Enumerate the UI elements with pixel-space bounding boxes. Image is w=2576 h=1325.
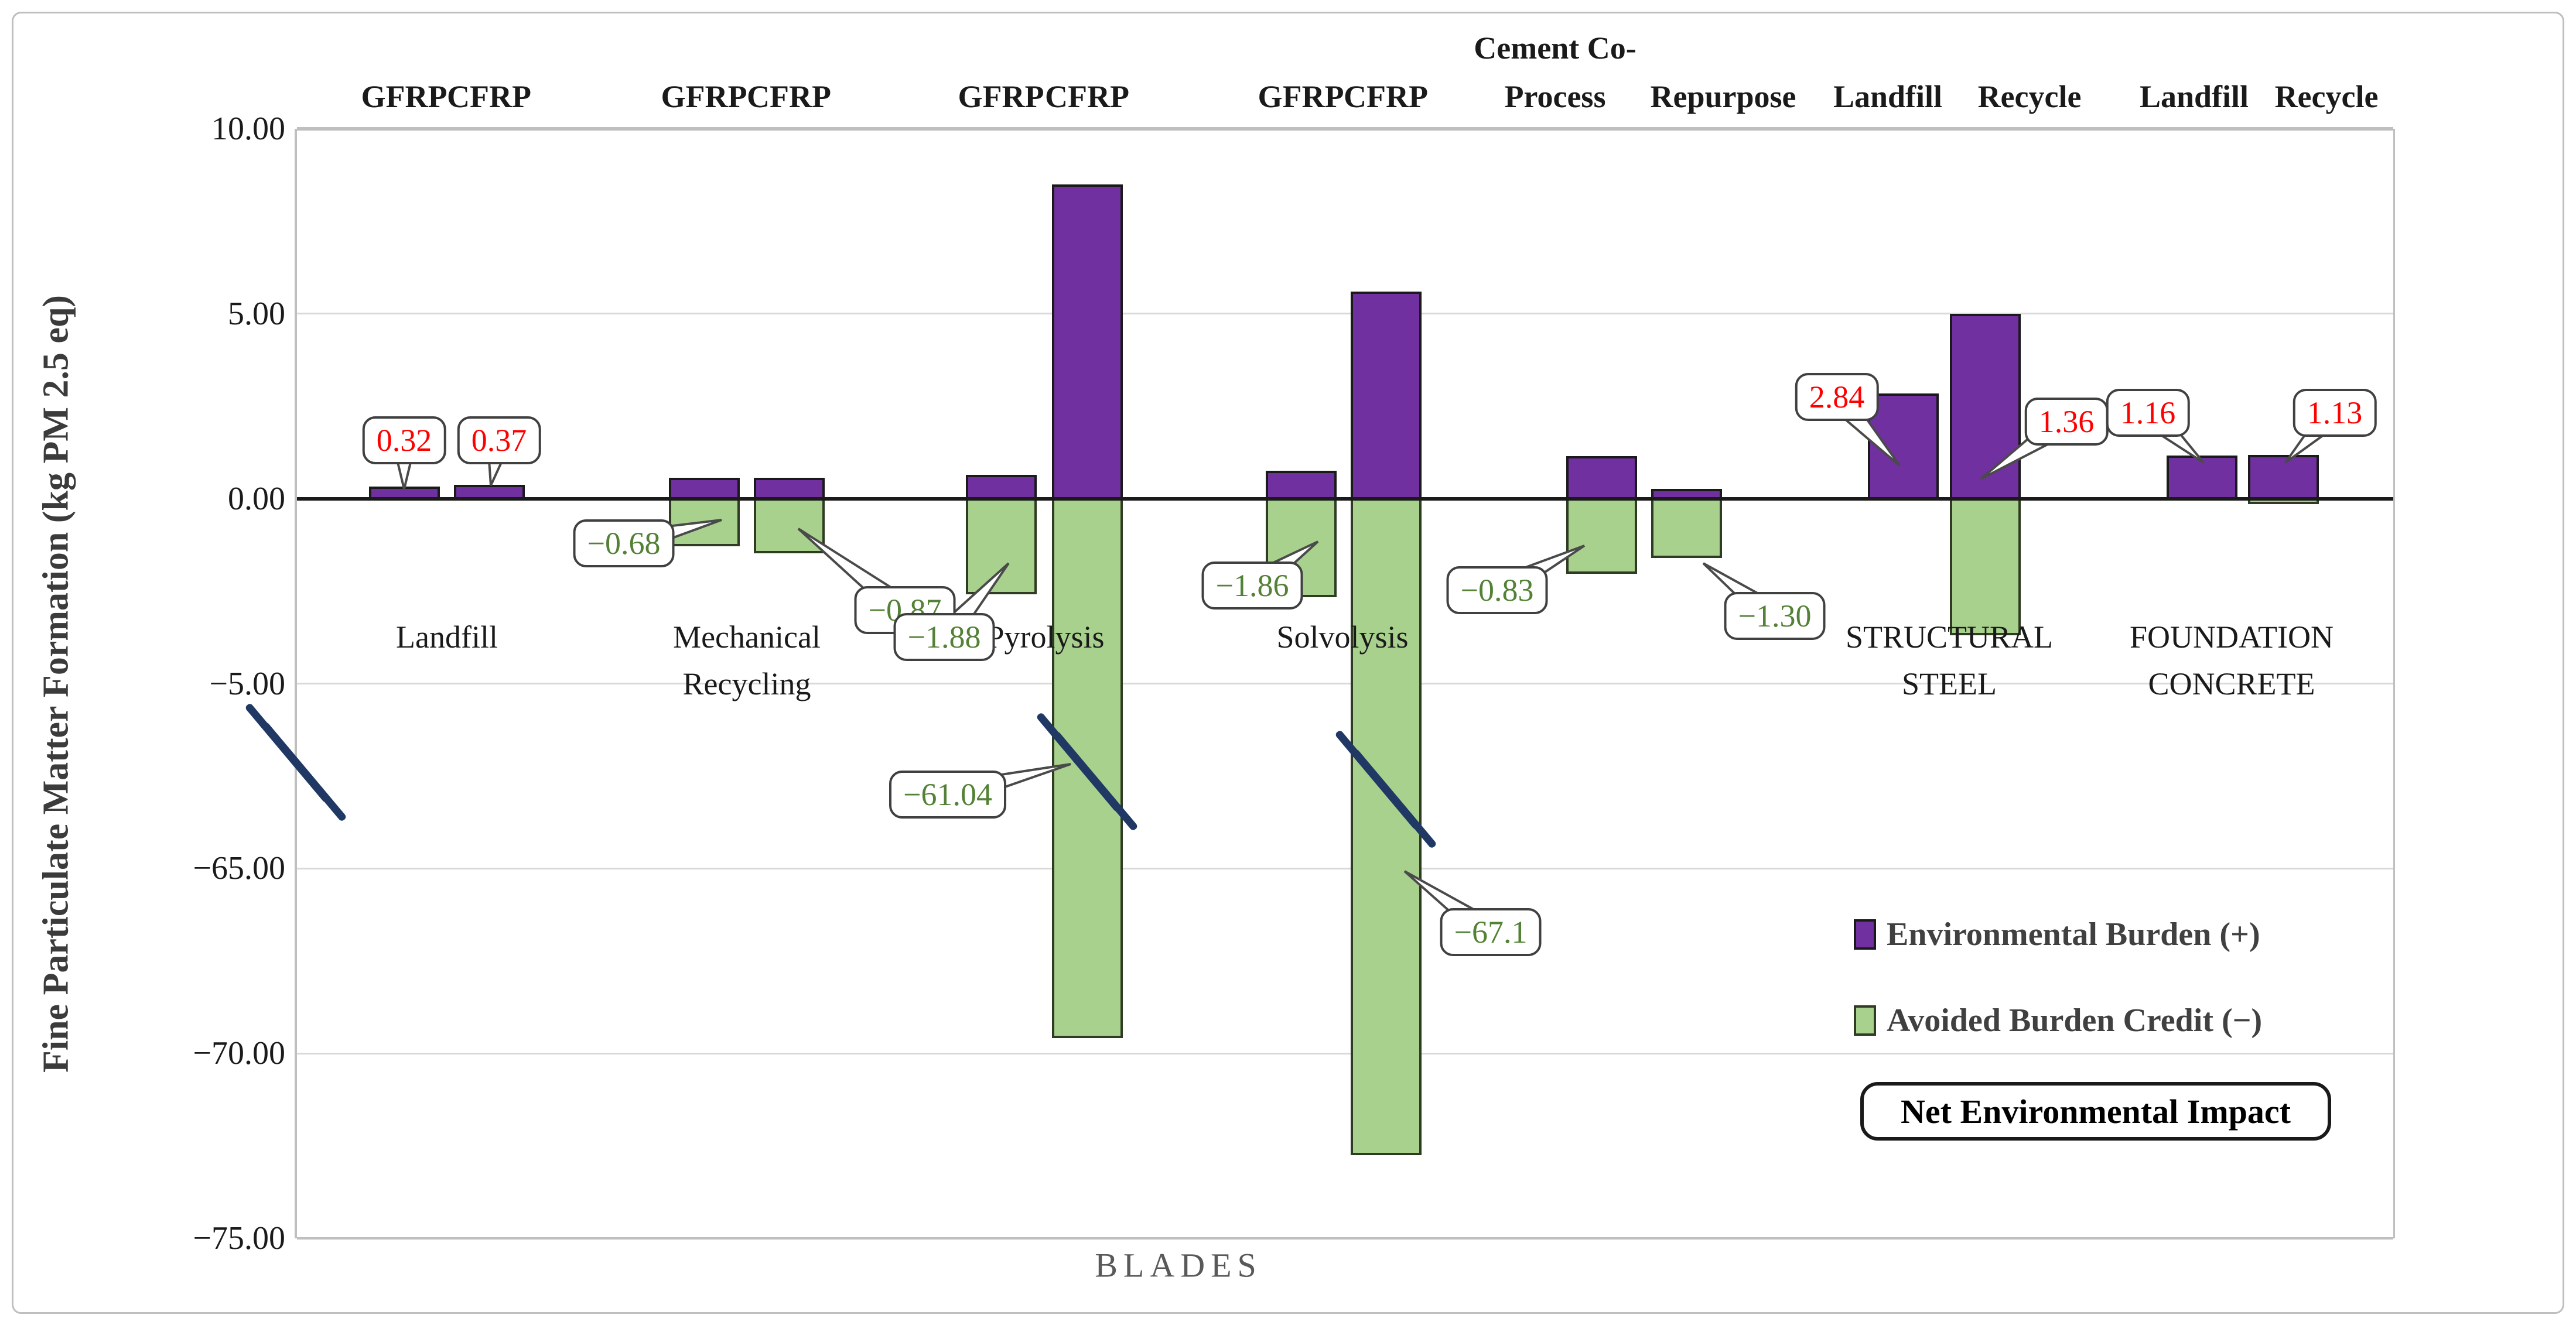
- column-header-concrete-landfill: Landfill: [2139, 79, 2249, 114]
- zero-axis-line: [297, 497, 2393, 501]
- net-callout-concrete-recycle: 1.13: [2293, 389, 2377, 437]
- gridline: [297, 313, 2393, 315]
- credit-bar-steel-recycle: [1949, 498, 2021, 635]
- column-header-pyro-cfrp: CFRP: [1045, 79, 1129, 114]
- group-label-pyrolysis: Pyrolysis: [986, 619, 1105, 655]
- gridline: [297, 867, 2393, 869]
- credit-bar-cement-co-process: [1566, 498, 1637, 574]
- y-tick-label: 0.00: [228, 480, 285, 517]
- plot-border-top: [297, 127, 2393, 131]
- net-callout-solvo-cfrp: −67.1: [1440, 908, 1542, 956]
- y-tick-label: 10.00: [211, 111, 285, 148]
- plot-border-left: [295, 129, 297, 1238]
- net-callout-steel-landfill: 2.84: [1795, 373, 1879, 421]
- burden-bar-pyro-cfrp: [1051, 184, 1123, 501]
- y-tick-label: 5.00: [228, 295, 285, 332]
- column-header-mech-cfrp: CFRP: [747, 79, 831, 114]
- net-callout-concrete-landfill: 1.16: [2106, 389, 2190, 437]
- net-callout-mech-gfrp: −0.68: [573, 519, 675, 567]
- gridline: [297, 1052, 2393, 1054]
- column-header-steel-recycle: Recycle: [1977, 79, 2082, 114]
- column-header-landfill-cfrp: CFRP: [447, 79, 531, 114]
- group-label-solvolysis: Solvolysis: [1276, 619, 1409, 655]
- net-callout-pyro-gfrp: −1.88: [893, 613, 995, 661]
- y-tick-label: −5.00: [209, 665, 285, 702]
- net-callout-steel-recycle: 1.36: [2024, 398, 2109, 446]
- net-callout-landfill-cfrp: 0.37: [457, 416, 541, 464]
- y-tick-label: −75.00: [193, 1220, 285, 1256]
- credit-bar-solvo-cfrp: [1350, 498, 1422, 1155]
- burden-bar-solvo-cfrp: [1350, 291, 1422, 501]
- y-tick-label: −70.00: [193, 1035, 285, 1072]
- net-callout-solvo-gfrp: −1.86: [1201, 562, 1303, 610]
- column-header-concrete-recycle: Recycle: [2274, 79, 2379, 114]
- net-callout-pyro-cfrp: −61.04: [889, 771, 1006, 819]
- net-impact-legend-box: Net Environmental Impact: [1860, 1082, 2331, 1141]
- column-header-repurpose: Repurpose: [1650, 79, 1796, 114]
- column-header-pyro-gfrp: GFRP: [958, 79, 1044, 114]
- legend-burden-swatch-icon: [1854, 919, 1876, 950]
- column-header-cement-co-process-line2: Process: [1504, 79, 1606, 114]
- y-tick-label: −65.00: [193, 850, 285, 887]
- column-header-solvo-cfrp: CFRP: [1344, 79, 1428, 114]
- plot-border-bottom: [297, 1237, 2393, 1240]
- legend-credit-label: Avoided Burden Credit (−): [1887, 1002, 2263, 1039]
- net-callout-cement-co-process: −0.83: [1446, 566, 1548, 614]
- burden-bar-steel-recycle: [1949, 313, 2021, 501]
- column-header-steel-landfill: Landfill: [1833, 79, 1943, 114]
- legend-burden-label: Environmental Burden (+): [1887, 916, 2260, 953]
- plot-border-right: [2393, 129, 2395, 1238]
- legend-credit-swatch-icon: [1854, 1005, 1876, 1036]
- net-callout-repurpose: −1.30: [1724, 592, 1826, 640]
- column-header-mech-gfrp: GFRP: [661, 79, 747, 114]
- x-axis-title: BLADES: [1095, 1246, 1262, 1285]
- group-label-blades-landfill: Landfill: [396, 619, 498, 655]
- column-header-cement-co-process-line1: Cement Co-: [1474, 30, 1637, 66]
- net-callout-landfill-gfrp: 0.32: [362, 416, 446, 464]
- credit-bar-pyro-gfrp: [965, 498, 1037, 594]
- legend-item-credit: Avoided Burden Credit (−): [1854, 1002, 2262, 1039]
- legend-item-burden: Environmental Burden (+): [1854, 916, 2260, 953]
- column-header-landfill-gfrp: GFRP: [361, 79, 447, 114]
- credit-bar-repurpose: [1651, 498, 1722, 559]
- column-header-solvo-gfrp: GFRP: [1258, 79, 1344, 114]
- gridline: [297, 683, 2393, 685]
- figure-border: [12, 12, 2564, 1314]
